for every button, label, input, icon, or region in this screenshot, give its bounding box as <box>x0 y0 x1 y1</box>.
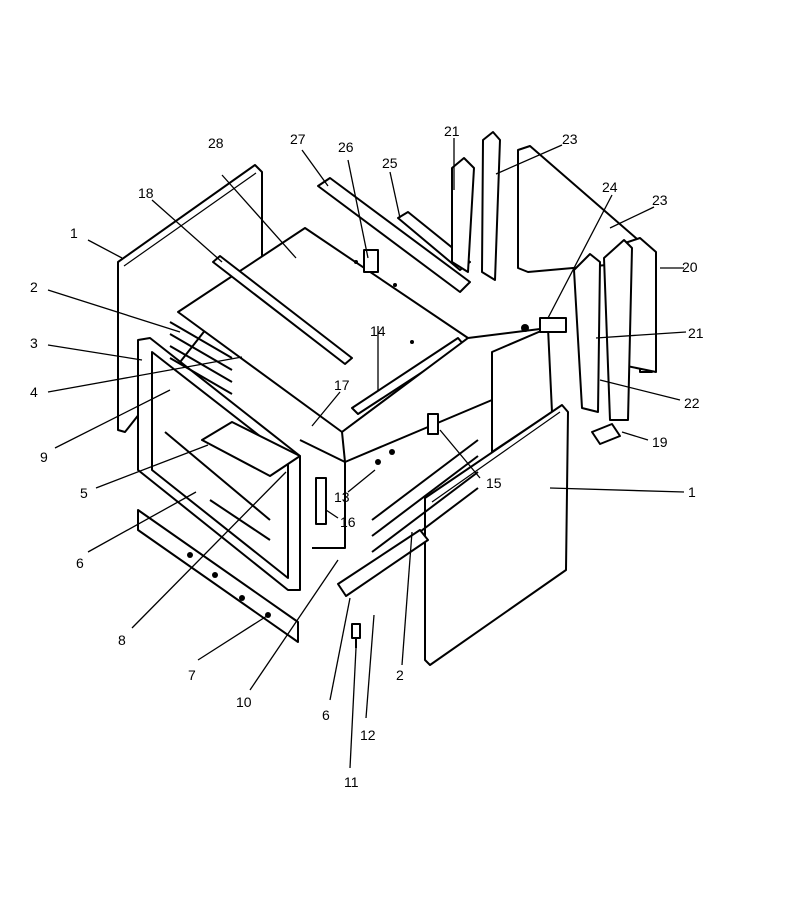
callout-8: 8 <box>118 632 126 648</box>
callout-28: 28 <box>208 135 224 151</box>
right-vertical-channels <box>573 239 633 421</box>
callout-2-right: 2 <box>396 667 404 683</box>
mounting-clip <box>591 423 621 445</box>
callout-21-top: 21 <box>444 123 460 139</box>
callout-10: 10 <box>236 694 252 710</box>
callout-4: 4 <box>30 384 38 400</box>
callout-16: 16 <box>340 514 356 530</box>
callout-22: 22 <box>684 395 700 411</box>
callout-15: 15 <box>486 475 502 491</box>
callout-6-left: 6 <box>76 555 84 571</box>
callout-12: 12 <box>360 727 376 743</box>
callout-6-right: 6 <box>322 707 330 723</box>
rear-channel-left <box>451 131 501 281</box>
rail-bracket <box>363 249 379 273</box>
oven-front-frame <box>137 337 301 591</box>
callout-5: 5 <box>80 485 88 501</box>
callout-17: 17 <box>334 377 350 393</box>
callout-14: 14 <box>370 323 386 339</box>
callout-11: 11 <box>344 774 359 790</box>
callout-9: 9 <box>40 449 48 465</box>
callout-1-right: 1 <box>688 484 696 500</box>
left-rack-guides <box>169 321 233 395</box>
callout-27: 27 <box>290 131 306 147</box>
callout-18: 18 <box>138 185 154 201</box>
callout-1-left: 1 <box>70 225 78 241</box>
callout-25: 25 <box>382 155 398 171</box>
leader-lines <box>47 138 687 769</box>
callout-3: 3 <box>30 335 38 351</box>
back-top-rail <box>317 177 471 293</box>
side-bracket <box>315 477 327 525</box>
callout-2-left: 2 <box>30 279 38 295</box>
callout-23-top: 23 <box>562 131 578 147</box>
callout-19: 19 <box>652 434 668 450</box>
kick-plate <box>137 509 299 643</box>
terminal-block <box>539 317 567 333</box>
right-lower-rail <box>337 529 429 597</box>
callout-labels: 1 1 2 2 3 4 5 6 6 7 8 9 10 11 12 13 14 1… <box>30 123 704 790</box>
element-bracket <box>427 413 439 435</box>
right-side-panel <box>424 404 569 666</box>
callout-21-right: 21 <box>688 325 704 341</box>
callout-20: 20 <box>682 259 698 275</box>
callout-24: 24 <box>602 179 618 195</box>
callout-26: 26 <box>338 139 354 155</box>
callout-23-right: 23 <box>652 192 668 208</box>
oven-cavity <box>164 421 301 541</box>
callout-7: 7 <box>188 667 196 683</box>
leveling-screw <box>351 623 361 648</box>
callout-13: 13 <box>334 489 350 505</box>
